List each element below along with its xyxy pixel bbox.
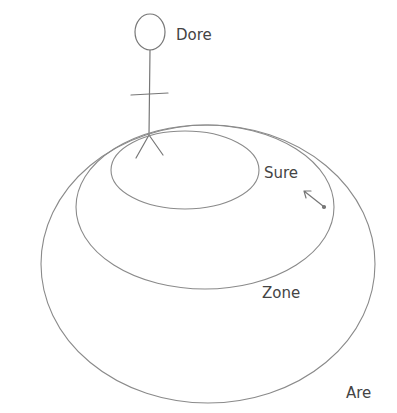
pointer-dot <box>323 206 326 209</box>
figure-body <box>149 50 150 135</box>
middle-ellipse: ZoneSure <box>75 124 335 290</box>
ellipse-line <box>41 125 375 403</box>
figure-head <box>135 14 165 50</box>
figure-arms <box>131 93 168 95</box>
ellipse-outline <box>40 124 376 404</box>
ellipse-line <box>111 131 259 209</box>
ellipse-outline <box>75 124 335 290</box>
pointer-arrow <box>304 191 323 206</box>
region-label: Sure <box>264 164 298 182</box>
region-label: Zone <box>262 284 300 302</box>
outer-ellipse: AreZoneSure <box>40 124 376 404</box>
ellipse-outline <box>110 130 260 210</box>
inner-ellipse: Sure <box>110 130 260 210</box>
figure-label: Dore <box>176 26 212 44</box>
region-label: Are <box>346 384 371 402</box>
ellipse-line <box>76 125 334 289</box>
